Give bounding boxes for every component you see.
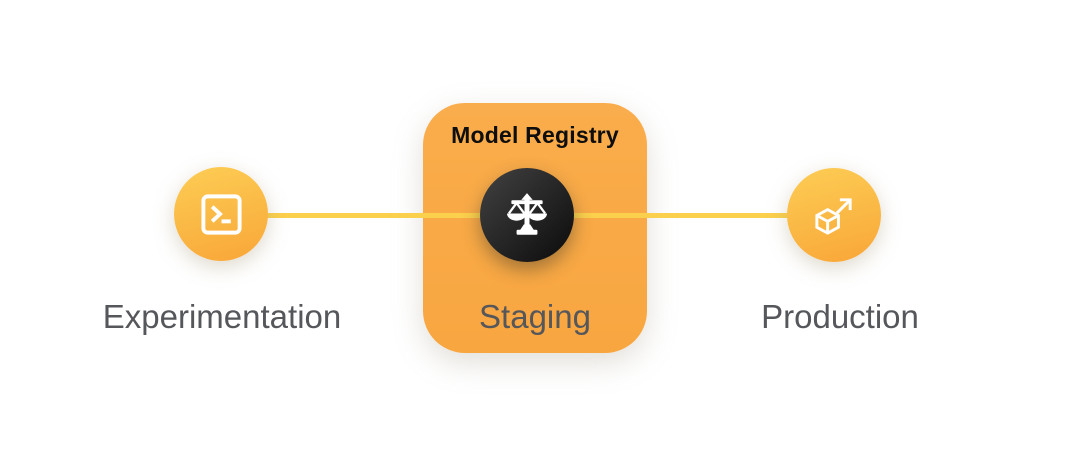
terminal-icon bbox=[198, 191, 245, 238]
production-label: Production bbox=[761, 298, 919, 335]
staging-badge bbox=[480, 168, 574, 262]
cube-deploy-icon bbox=[811, 192, 858, 239]
balance-scale-icon bbox=[502, 190, 552, 240]
production-node bbox=[787, 168, 881, 262]
staging-label: Staging bbox=[479, 298, 591, 335]
experimentation-label: Experimentation bbox=[102, 298, 342, 335]
experimentation-node bbox=[174, 167, 268, 261]
model-registry-title: Model Registry bbox=[451, 122, 619, 148]
